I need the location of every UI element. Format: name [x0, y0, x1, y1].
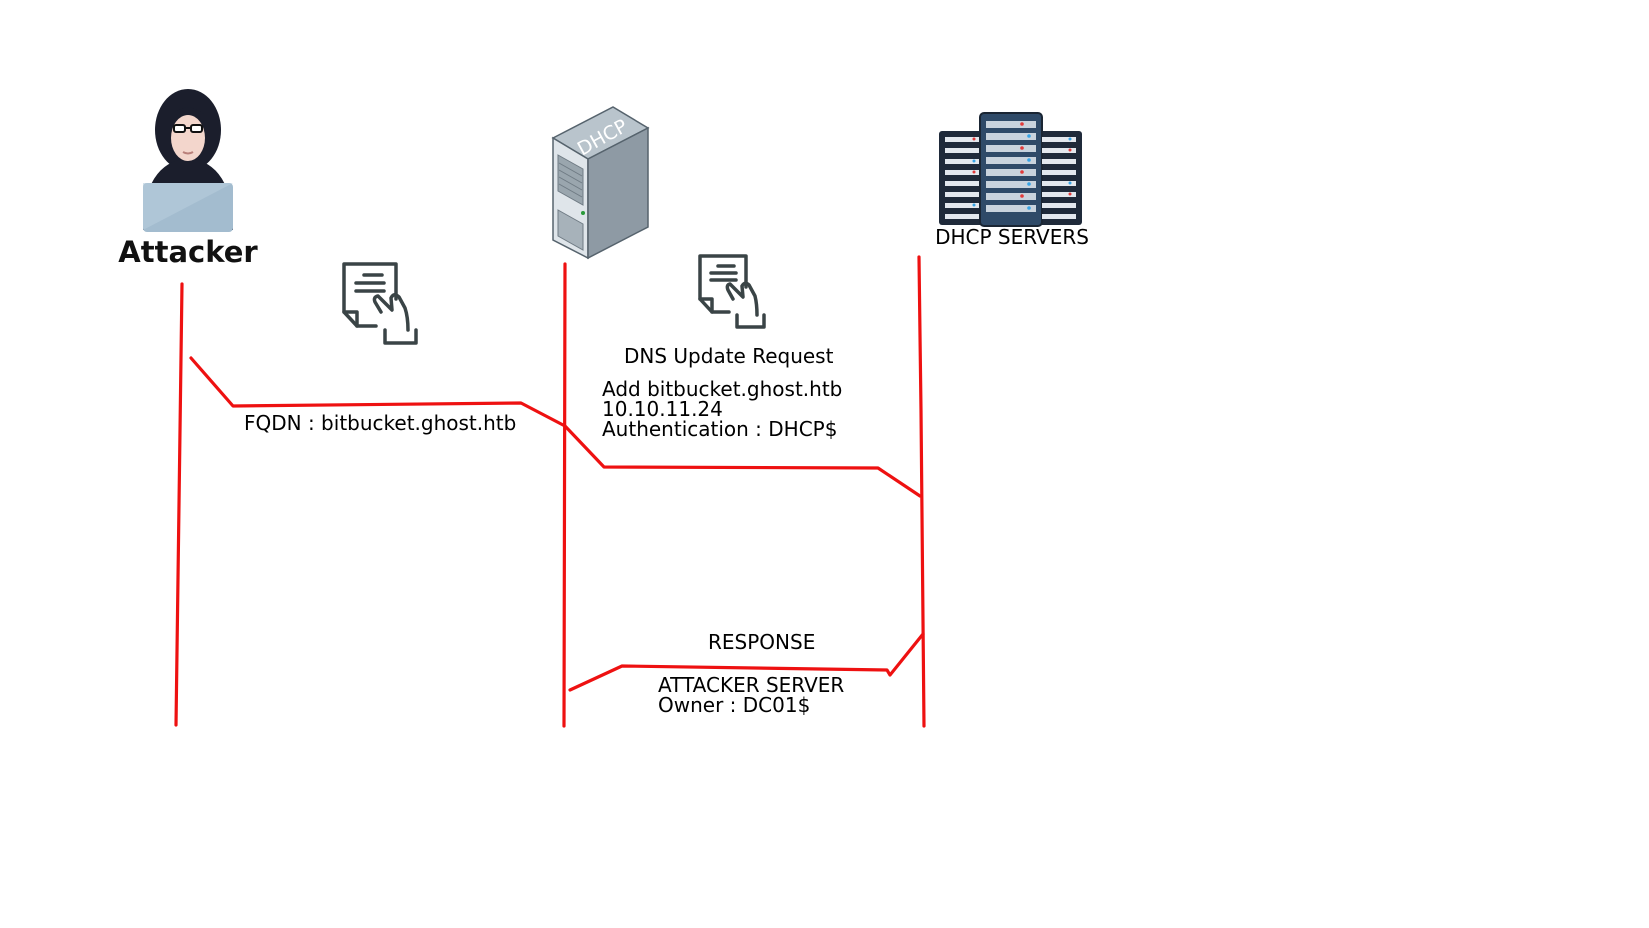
attacker-lifeline [174, 282, 184, 727]
server-rack-icon [939, 112, 1082, 227]
fqdn-label: FQDN : bitbucket.ghost.htb [244, 411, 516, 435]
dns-servers-lifeline [917, 255, 926, 728]
response-line: Owner : DC01$ [658, 693, 810, 717]
dhcp-lifeline [562, 262, 567, 728]
dns-update-line: Add bitbucket.ghost.htb [602, 377, 842, 401]
dns-update-title: DNS Update Request [624, 344, 834, 368]
response-line: ATTACKER SERVER [658, 673, 844, 697]
dns-update-line: 10.10.11.24 [602, 397, 723, 421]
document-hand-icon [698, 254, 766, 329]
dhcp-server-tower-icon: DHCP [551, 106, 650, 260]
attacker-label: Attacker [118, 235, 258, 269]
hacker-icon [143, 89, 233, 232]
dhcp-servers-label: DHCP SERVERS [935, 225, 1089, 249]
fqdn-and-update-flow [189, 356, 922, 498]
response-title: RESPONSE [708, 630, 815, 654]
response-flow [568, 632, 925, 692]
document-hand-icon [342, 262, 418, 345]
dns-update-line: Authentication : DHCP$ [602, 417, 837, 441]
